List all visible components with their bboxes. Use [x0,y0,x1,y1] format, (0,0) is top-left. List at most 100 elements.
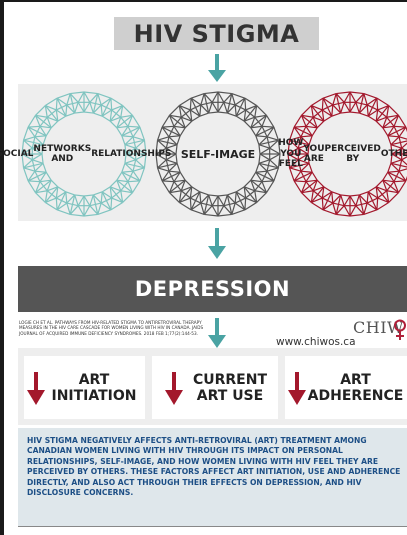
ring-outer-edge [322,209,337,216]
ring-lattice [110,197,113,210]
ring-inner-edge [179,127,186,137]
ring-outer-edge [22,126,29,141]
ring-lattice [391,147,402,155]
ring-outer-edge [35,105,46,116]
ring-lattice [34,181,41,193]
ring-lattice [294,125,307,128]
ring-lattice [243,186,247,199]
ring-lattice [358,93,365,114]
ring-lattice [173,125,186,129]
measure-label-line: CURRENT [192,371,268,388]
ring-lattice [169,179,186,194]
ring-lattice [168,136,178,146]
ring-lattice [261,125,274,128]
ring-inner-edge [255,135,260,145]
ring-inner-edge [349,194,360,197]
ring-lattice [234,97,246,106]
ring-lattice [65,104,68,117]
ring-inner-edge [340,194,351,197]
ring-lattice [161,170,170,182]
ring-lattice [203,93,213,103]
ring-lattice [355,205,365,215]
ring-inner-edge [250,171,257,181]
factor-label-line: RELATIONSHIPS [91,148,172,159]
ring-lattice [254,190,258,203]
ring-lattice [45,104,57,111]
ring-lattice [190,191,201,211]
ring-lattice [255,135,268,138]
ring-lattice [301,114,318,129]
ring-lattice [44,190,48,203]
ring-lattice [322,191,333,199]
ring-lattice [387,135,400,138]
ring-lattice [289,167,302,172]
ring-lattice [27,126,47,137]
ring-inner-edge [250,127,257,137]
ring-lattice [390,136,400,146]
ring-inner-edge [316,120,325,129]
ring-lattice [97,93,102,106]
ring-lattice [56,97,68,106]
ring-lattice [66,104,76,114]
ring-outer-edge [110,97,123,107]
ring-inner-edge [217,111,228,114]
ring-inner-edge [387,163,392,173]
ring-lattice [223,194,228,206]
factor-label-line: NETWORKS AND [33,143,92,164]
measure-label-line: ADHERENCE [307,388,404,404]
ring-lattice [92,194,102,204]
ring-lattice [168,162,178,172]
ring-lattice [382,179,388,191]
ring-lattice [69,93,79,103]
ring-lattice [101,191,112,199]
ring-lattice [398,126,407,138]
ring-inner-edge [235,186,245,193]
down-arrow-icon [208,318,226,348]
ring-lattice [335,93,342,114]
ring-inner-edge [65,191,75,196]
ring-inner-edge [217,194,228,197]
ring-lattice [322,97,333,117]
ring-outer-edge [122,105,133,116]
ring-outer-edge [131,115,141,128]
ring-lattice [89,205,99,215]
ring-inner-edge [184,179,193,188]
ring-lattice [179,197,191,204]
ring-lattice [335,93,345,103]
ring-outer-edge [256,192,267,203]
ring-lattice [300,181,307,193]
ring-lattice [100,97,112,106]
ring-lattice [387,170,400,173]
ring-lattice [390,162,407,168]
ring-lattice [83,102,91,113]
ring-inner-edge [175,144,178,155]
ring-lattice [313,116,325,122]
ring-lattice [178,105,182,118]
ring-lattice [258,136,268,146]
website-link[interactable]: www.chiwos.ca [276,336,356,348]
ring-lattice [390,162,400,172]
ring-lattice [298,159,310,164]
ring-lattice [23,159,33,169]
ring-outer-edge [376,201,389,211]
ring-lattice [32,144,44,149]
ring-lattice [367,97,378,117]
ring-lattice [382,179,395,183]
ring-inner-edge [243,120,252,129]
ring-inner-edge [74,194,85,197]
ring-lattice [386,190,390,203]
ring-inner-edge [227,191,237,196]
ring-lattice [32,153,43,161]
ring-lattice [358,104,368,114]
ring-lattice [250,179,256,191]
ring-inner-edge [307,153,310,164]
ring-lattice [189,186,193,199]
ring-lattice [223,102,228,114]
ring-lattice [331,191,334,204]
ring-lattice [366,97,378,106]
ring-lattice [23,139,44,146]
ring-outer-edge [122,192,133,203]
ring-inner-edge [93,112,103,117]
